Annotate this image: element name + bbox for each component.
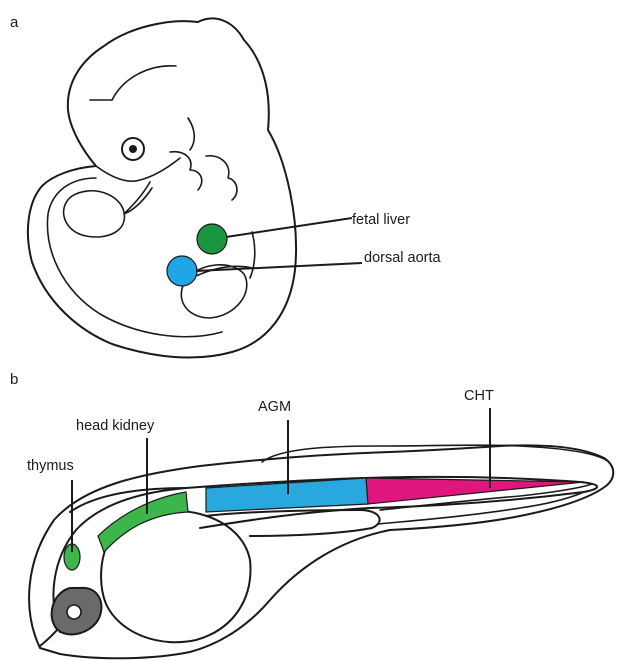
mouse-embryo-outline [28,18,296,357]
fetal-liver-marker [197,224,227,254]
forelimb-bud [64,191,125,237]
branchial-arch-2 [170,152,202,190]
jaw-line [96,158,180,181]
branchial-arch-1 [124,182,152,214]
cht-label: CHT [464,388,494,404]
fetal-liver-leader [226,218,352,237]
head-kidney-label: head kidney [76,418,155,434]
branchial-arch-3 [206,156,237,200]
head-kidney-marker [98,492,188,552]
dorsal-aorta-marker [167,256,197,286]
eye-pupil [129,145,137,153]
head-contour [112,66,176,100]
panel-b: b thymus head kidney [10,371,613,658]
dorsal-aorta-label: dorsal aorta [364,250,442,266]
body-wall-line [250,232,255,278]
dorsal-fin-fold [262,445,606,462]
thymus-label: thymus [27,458,74,474]
lens-icon [67,605,81,619]
panel-b-letter: b [10,371,18,388]
branchial-arch-4 [188,118,194,150]
panel-a: a fetal liver dorsal aorta [10,14,442,358]
agm-label: AGM [258,399,291,415]
fin-fold-outline [29,445,613,658]
fetal-liver-label: fetal liver [352,212,410,228]
panel-a-letter: a [10,14,19,31]
